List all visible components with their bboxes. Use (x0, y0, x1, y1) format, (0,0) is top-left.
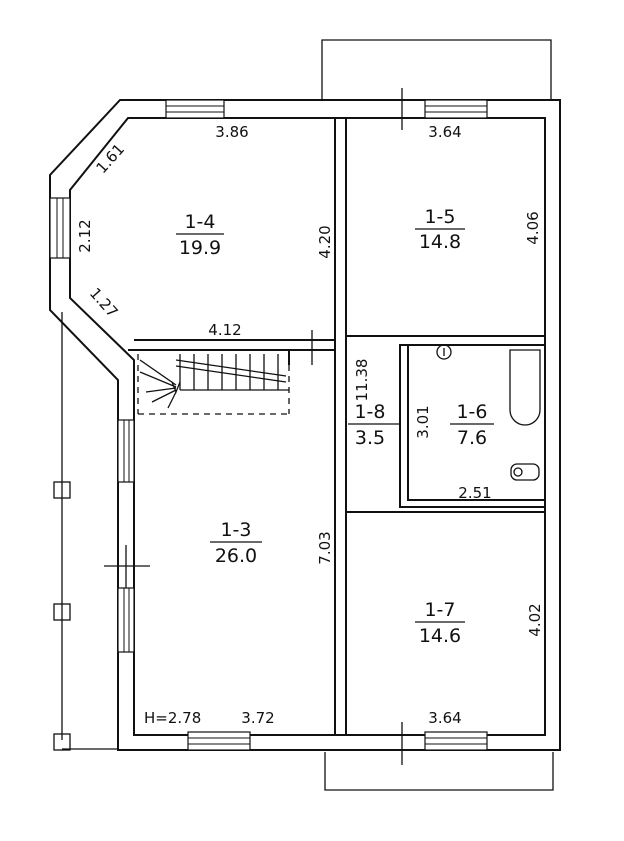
balcony-bottom (324, 752, 554, 791)
dim-r14-left: 2.12 (76, 219, 94, 252)
dim-r14-diag-top: 1.61 (92, 140, 128, 177)
bathroom-fixtures (436, 344, 541, 481)
room-id: 1-7 (424, 599, 455, 621)
dim-r14-bottom: 4.12 (208, 321, 241, 339)
dim-corridor-total: 11.38 (353, 359, 371, 402)
room-1-6-label: 1-6 7.6 (450, 401, 494, 449)
room-area: 7.6 (457, 427, 487, 449)
room-area: 3.5 (355, 427, 385, 449)
dim-r13-right: 7.03 (316, 531, 334, 564)
column (53, 603, 71, 621)
dim-r14-top: 3.86 (215, 123, 248, 141)
column (53, 481, 71, 499)
room-area: 26.0 (215, 545, 257, 567)
dim-r15-top: 3.64 (428, 123, 461, 141)
column (53, 733, 71, 751)
dim-r14-right: 4.20 (316, 225, 334, 258)
interior-walls (128, 118, 546, 735)
window-r14-top (165, 99, 225, 119)
dim-r17-bottom: 3.64 (428, 709, 461, 727)
room-id: 1-6 (456, 401, 487, 423)
room-1-4-label: 1-4 19.9 (176, 211, 224, 259)
window-r13-left-lower (117, 587, 135, 653)
room-area: 14.8 (419, 231, 461, 253)
dim-r14-diag-bottom: 1.27 (86, 284, 122, 321)
room-id: 1-5 (424, 206, 455, 228)
window-r15-top (424, 99, 488, 119)
dimensions: 3.86 1.61 2.12 1.27 4.20 4.12 3.64 4.06 … (76, 123, 544, 727)
balcony-top (321, 39, 552, 100)
sink (436, 344, 452, 360)
room-1-8-label: 1-8 3.5 (348, 401, 400, 449)
room-1-3-label: 1-3 26.0 (210, 519, 262, 567)
dim-r16-left: 3.01 (414, 405, 432, 438)
windows (49, 99, 488, 751)
staircase (137, 354, 289, 414)
window-r13-left-upper (117, 419, 135, 483)
window-r14-left (49, 197, 71, 259)
window-r13-bottom (187, 731, 251, 751)
room-1-5-label: 1-5 14.8 (415, 206, 465, 253)
room-area: 14.6 (419, 625, 461, 647)
room-1-7-label: 1-7 14.6 (415, 599, 465, 647)
room-id: 1-8 (354, 401, 385, 423)
dim-r16-bottom: 2.51 (458, 484, 491, 502)
dim-r13-height: H=2.78 (144, 709, 201, 727)
dim-r13-bottom: 3.72 (241, 709, 274, 727)
terrace (53, 312, 118, 751)
toilet (510, 463, 540, 481)
bathtub (509, 349, 541, 426)
room-id: 1-4 (184, 211, 215, 233)
room-area: 19.9 (179, 237, 221, 259)
door-marks (104, 88, 403, 765)
room-id: 1-3 (220, 519, 251, 541)
window-r17-bottom (424, 731, 488, 751)
dim-r15-right: 4.06 (524, 211, 542, 244)
dim-r17-right: 4.02 (526, 603, 544, 636)
